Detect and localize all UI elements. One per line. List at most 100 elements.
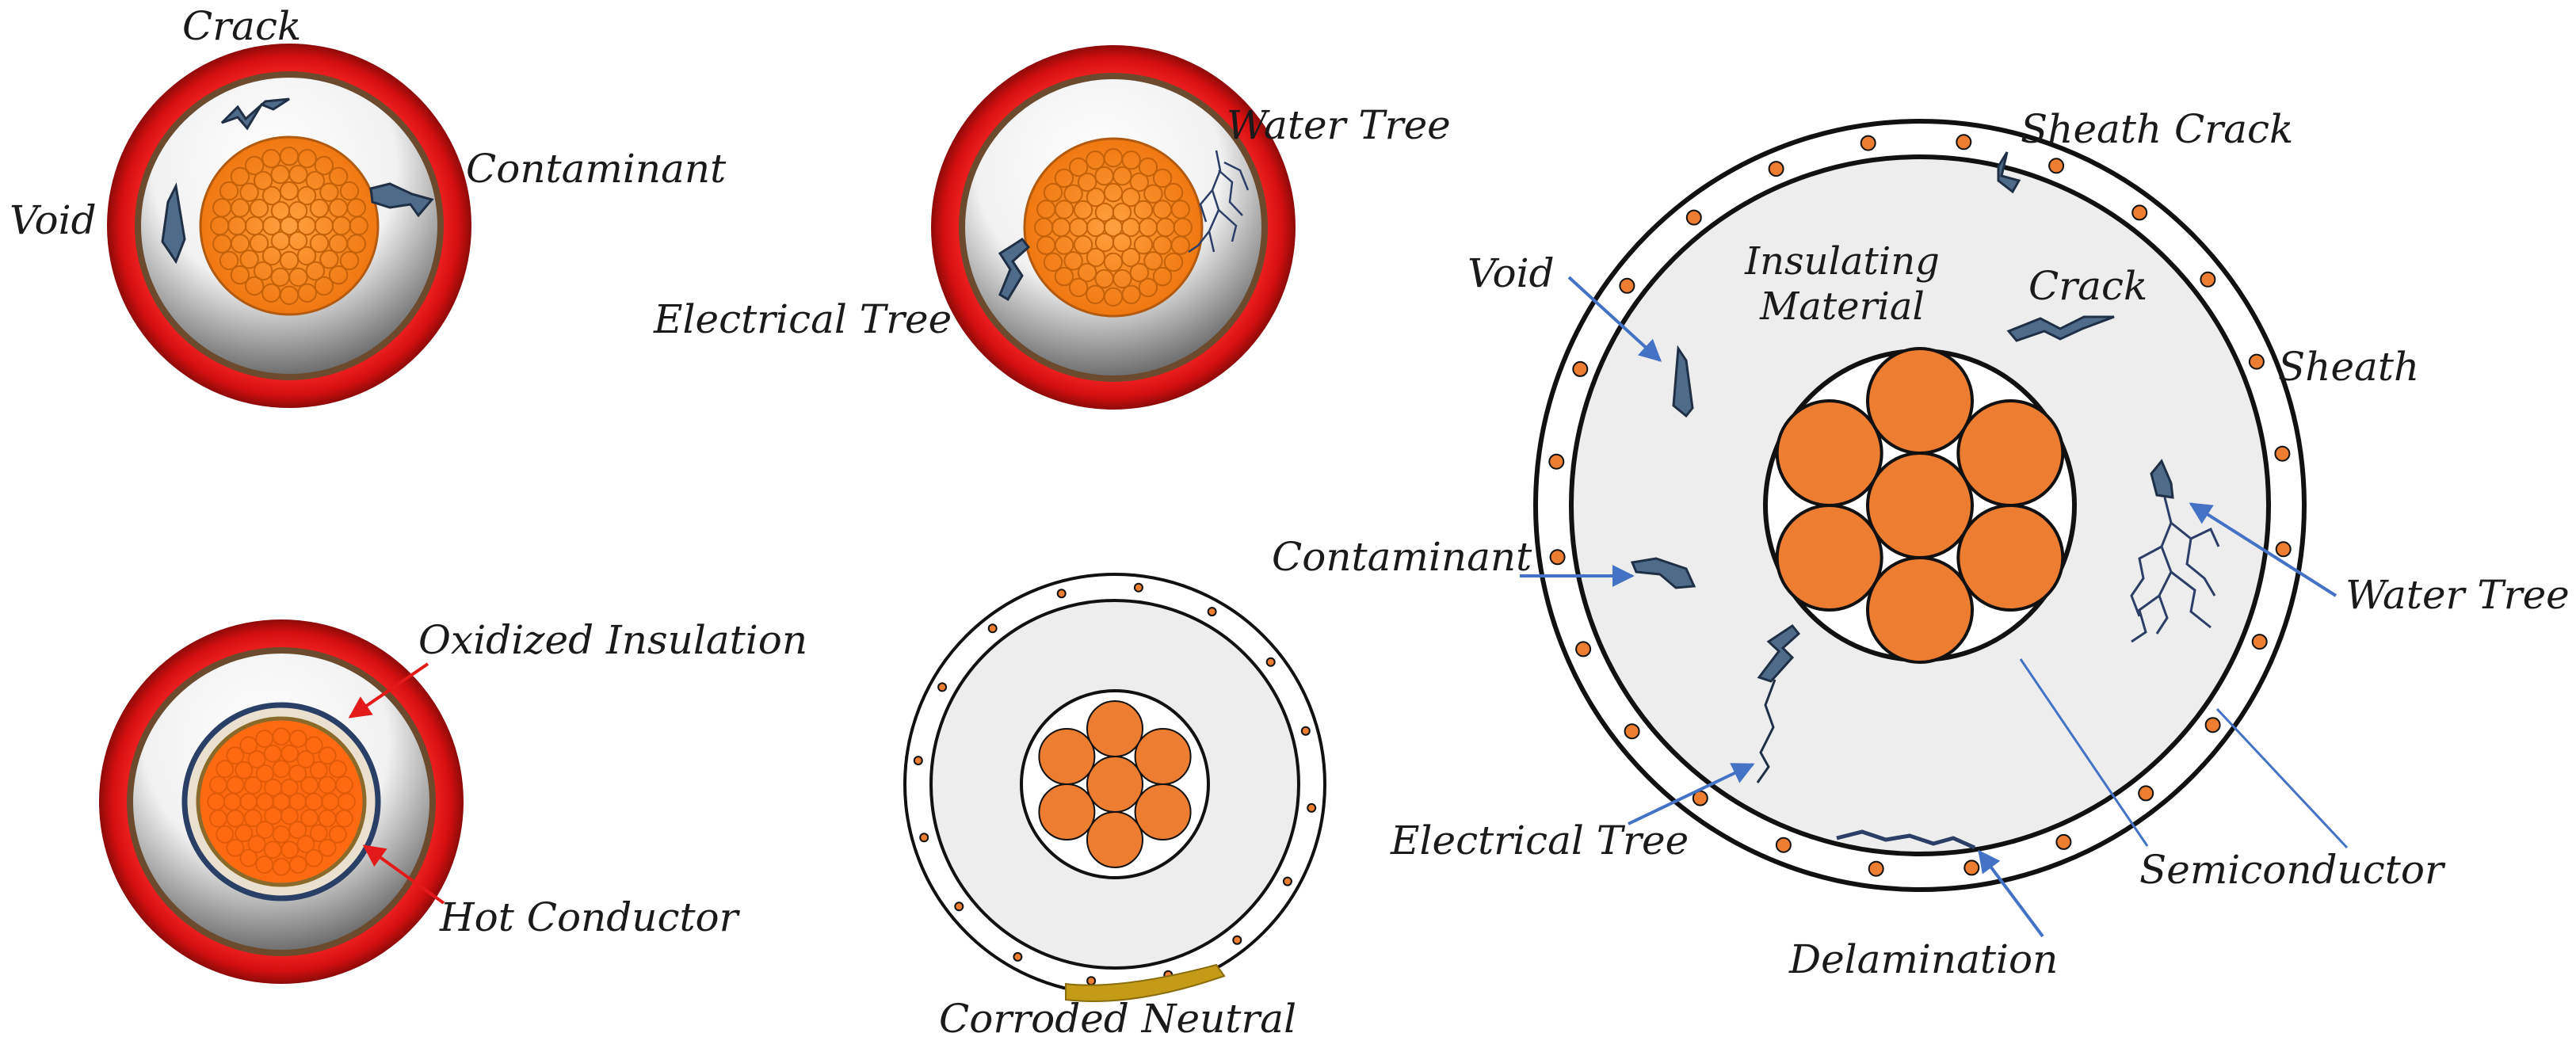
strand [261,185,282,206]
strand [249,198,269,219]
conductor-bundle [1775,347,2065,664]
neutral-wire [1572,360,1589,377]
conductor-strand [1866,347,1974,455]
strand [247,835,266,853]
label-delamination: Delamination [1788,936,2058,982]
sheath-crack-defect [1997,151,2021,194]
neutral-wire [2048,158,2065,174]
contaminant-defect [1630,557,1696,589]
panel-corroded-neutral: Corroded Neutral [903,573,1326,1042]
strand [253,261,273,281]
strand [1170,200,1191,219]
neutral-wire [919,833,929,843]
strand [309,198,330,219]
neutral-wire [2274,445,2291,462]
label-crack: Crack [182,3,301,49]
arrow-hot-conductor [362,844,445,905]
strand [209,776,227,795]
label-contaminant: Contaminant [466,146,727,192]
strand [239,182,259,202]
corroded-neutral-defect [1065,963,1226,1002]
arrow-oxidized-insulation [348,662,429,718]
strand [288,764,307,783]
strand [304,736,323,755]
label-corroded-neutral: Corroded Neutral [939,996,1296,1042]
conductor-strand [1086,700,1143,757]
panel-large-cross-section: Sheath Crack Insulating Material Crack S… [1272,106,2570,982]
neutral-wires [1548,134,2292,877]
strand [1143,184,1163,204]
neutral-wire [2251,634,2268,650]
conductor-strand [1086,756,1143,813]
strand [1129,262,1150,283]
strand [1036,200,1056,219]
strand [339,181,360,201]
strand [244,276,265,296]
strand [328,166,349,187]
strand [216,825,235,844]
strand [288,821,307,840]
strand [261,246,282,266]
conductor-strand [1038,728,1096,785]
neutral-wire [1265,657,1276,667]
neutral-wire [1207,607,1217,617]
strand [335,809,353,828]
conductor-strand [1775,399,1883,507]
strand [1073,234,1093,255]
crack-defect [2006,315,2115,342]
strand [1068,157,1089,177]
strand [328,265,349,285]
leader-sheath [2215,707,2349,849]
crack-defect [220,97,290,131]
strand [1121,151,1141,170]
label-oxidized-insulation: Oxidized Insulation [418,617,807,663]
strand [1103,182,1124,203]
strand [1086,187,1106,208]
strand [255,821,274,840]
conductor-strand [1956,399,2065,507]
contaminant-defect [369,182,434,218]
strand [1054,266,1074,287]
strand [319,182,339,202]
neutral-wire [1549,549,1566,566]
neutral-wire [2200,271,2216,288]
panel-water-electrical-tree: Water Tree Electrical Tree [653,45,1451,410]
strand [1077,262,1097,283]
strand [280,744,300,763]
label-void: Void [1467,250,1555,296]
strand [270,231,291,251]
strand [1103,252,1124,273]
conductor-strand [1956,504,2065,612]
strand [297,149,317,169]
neutral-wire [1868,860,1884,877]
arrow-delamination [1978,849,2044,938]
strand [1077,172,1097,192]
neutral-wire [1768,161,1784,177]
strand [263,840,282,860]
label-water-tree: Water Tree [2345,572,2570,618]
strand [230,166,250,187]
conductor-strand [1038,783,1096,840]
strand [279,250,300,271]
strand [296,185,317,206]
strand [305,170,326,191]
strand [1163,182,1184,203]
strand [296,246,317,266]
strand [280,778,299,797]
strand [243,776,262,795]
neutral-wire [937,682,948,692]
strand [309,824,328,843]
electrical-tree-stem [1756,679,1776,783]
strand [1163,252,1184,273]
strand [1043,182,1063,203]
strand [1152,266,1173,287]
strand [1112,202,1132,223]
strand [249,233,269,253]
strand [261,283,281,303]
strand [309,233,330,253]
strand [328,760,347,779]
neutral-wire [1619,277,1635,294]
strand [314,276,334,296]
strand [1129,172,1150,192]
